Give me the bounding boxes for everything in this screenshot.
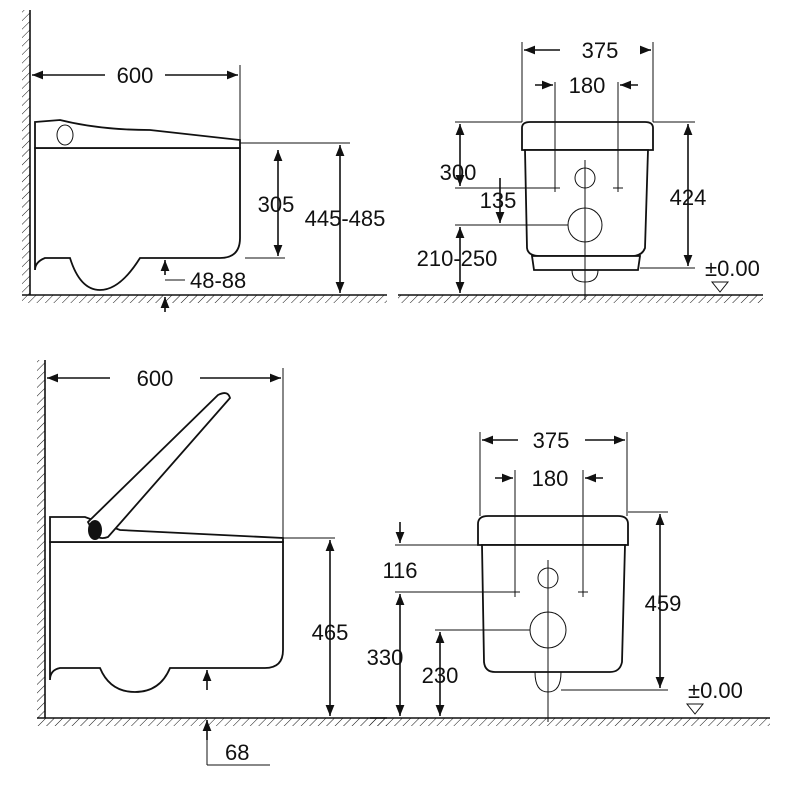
bottom-front-total-height-label: 459 xyxy=(645,591,682,616)
bottom-front-fixing-height-label: 330 xyxy=(367,645,404,670)
top-front-outlet-height-label: 210-250 xyxy=(417,246,498,271)
top-side-view: 600 305 445-485 48-88 xyxy=(22,10,387,312)
bottom-front-outlet-height-label: 230 xyxy=(422,663,459,688)
top-side-floor-gap-label: 48-88 xyxy=(190,268,246,293)
toilet-body xyxy=(49,541,284,693)
toilet-body xyxy=(34,147,241,291)
bottom-front-fixing-spacing-label: 180 xyxy=(532,466,569,491)
bottom-front-view: 375 180 116 330 230 459 ±0.00 xyxy=(367,428,770,726)
toilet-body xyxy=(524,149,649,257)
top-front-total-height-label: 424 xyxy=(670,185,707,210)
bottom-front-floor-level-label: ±0.00 xyxy=(688,678,743,703)
top-front-view: 375 180 300 135 210-250 424 ±0.00 xyxy=(398,38,763,303)
floor-level-icon xyxy=(710,281,730,293)
wall-hatch xyxy=(37,360,45,718)
top-front-inlet-offset-label: 135 xyxy=(480,188,517,213)
floor-level-icon xyxy=(685,703,705,715)
top-front-fixing-height-label: 300 xyxy=(440,160,477,185)
top-front-floor-level-label: ±0.00 xyxy=(705,256,760,281)
top-side-width-label: 600 xyxy=(117,63,154,88)
toilet-seat xyxy=(34,119,241,149)
toilet-top xyxy=(521,121,654,151)
toilet-top xyxy=(477,515,629,546)
top-side-total-height-label: 445-485 xyxy=(305,206,386,231)
floor-hatch xyxy=(398,295,763,303)
bottom-side-width-label: 600 xyxy=(137,366,174,391)
seat-hinge xyxy=(56,124,74,146)
floor-hatch xyxy=(37,718,387,726)
bottom-front-inlet-offset-label: 116 xyxy=(382,558,417,583)
floor-hatch xyxy=(370,718,770,726)
seat-hinge xyxy=(88,520,102,540)
toilet-base xyxy=(530,255,642,271)
wall-hatch xyxy=(22,10,30,295)
bottom-front-width-label: 375 xyxy=(533,428,570,453)
toilet-body xyxy=(481,544,626,673)
top-front-width-label: 375 xyxy=(582,38,619,63)
top-side-seat-height-label: 305 xyxy=(258,192,295,217)
bottom-side-floor-gap-label: 68 xyxy=(225,740,249,765)
toilet-seat-base xyxy=(49,516,284,543)
bottom-side-total-height-label: 465 xyxy=(312,620,349,645)
toilet-lid-raised xyxy=(86,392,231,540)
top-front-fixing-spacing-label: 180 xyxy=(569,73,606,98)
bottom-side-view: 600 465 68 xyxy=(37,360,387,766)
floor-hatch xyxy=(22,295,387,303)
